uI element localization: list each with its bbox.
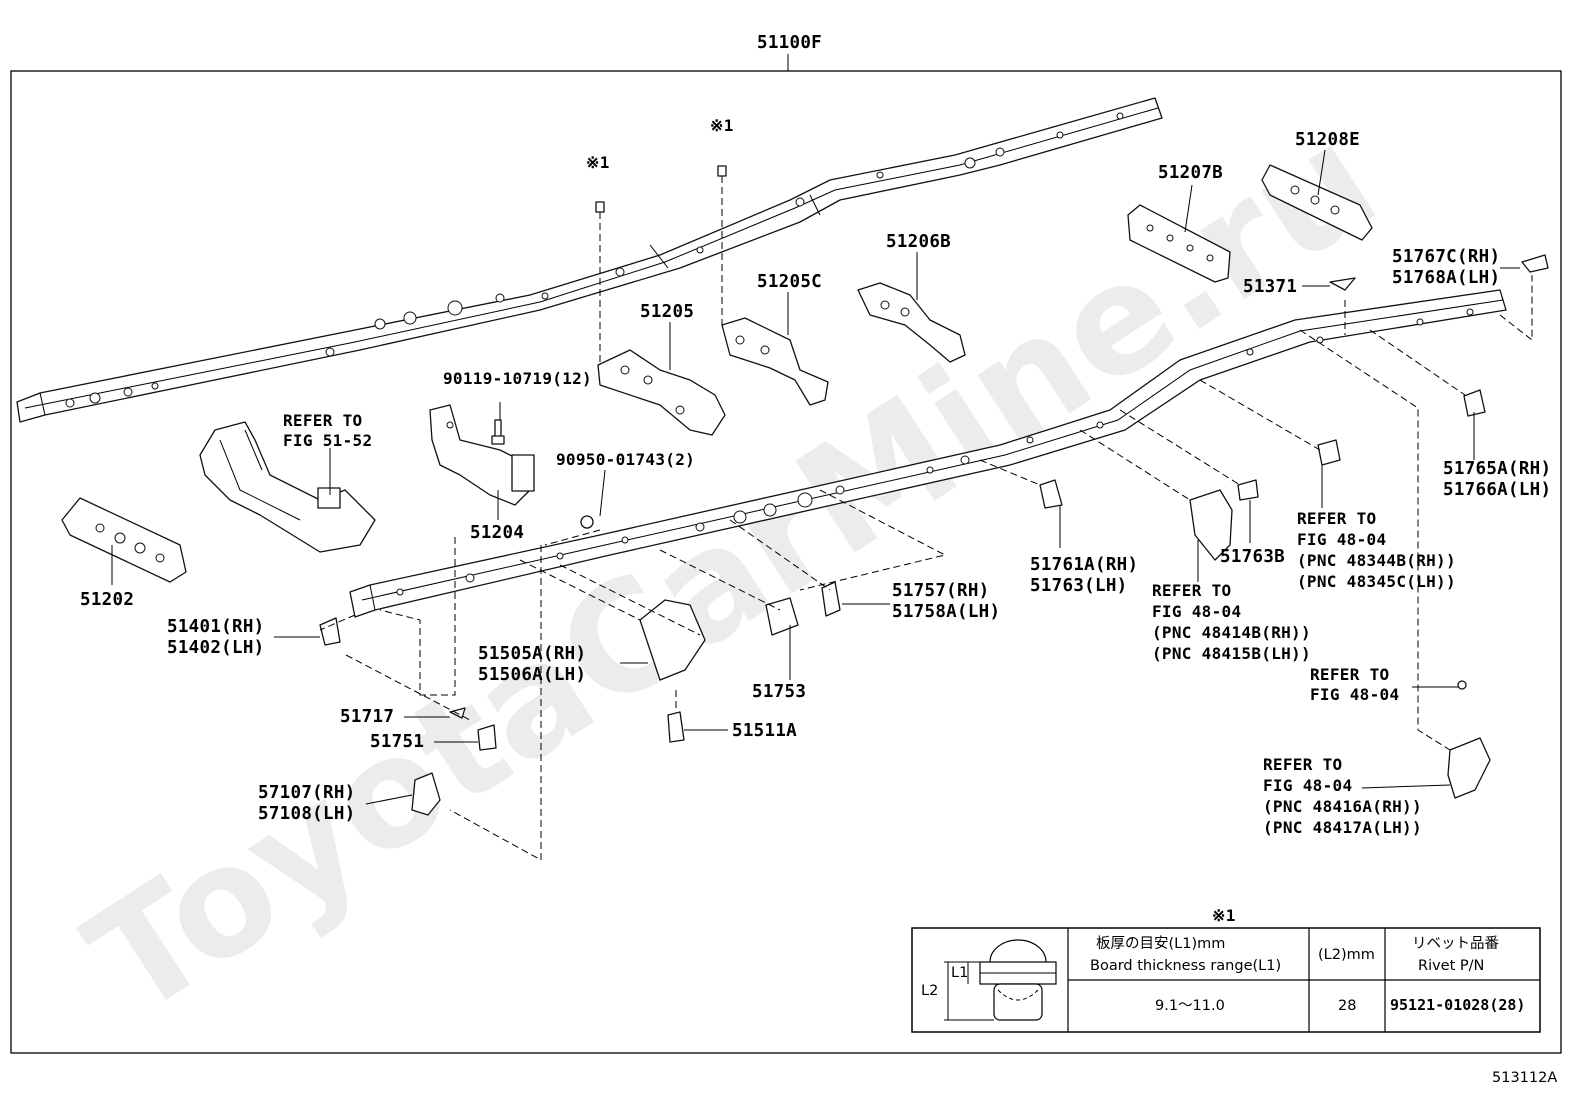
label-51751: 51751	[370, 732, 424, 752]
rivet-table: ※1 L1 L2 板厚の目安(L1)mm Board thickness ran…	[911, 906, 1541, 1033]
label-ref-a3: (PNC 48344B(RH))	[1297, 551, 1456, 570]
col1-header-jp: 板厚の目安(L1)mm	[1096, 934, 1225, 952]
bracket-ref-48414	[1189, 489, 1233, 561]
label-90119: 90119-10719(12)	[443, 369, 592, 388]
label-ref-d3: (PNC 48416A(RH))	[1263, 797, 1422, 816]
bracket-ref-48344	[1317, 439, 1341, 466]
label-51758a: 51758A(LH)	[892, 602, 1000, 622]
crossmember-51205	[597, 349, 726, 436]
figure-code: 513112A	[1492, 1070, 1557, 1086]
dim-l2: L2	[921, 983, 938, 999]
diagram-frame	[10, 70, 1562, 1054]
label-51753: 51753	[752, 682, 806, 702]
label-ref-b3: (PNC 48414B(RH))	[1152, 623, 1311, 642]
label-51717: 51717	[340, 707, 394, 727]
row-rivet-pn: 95121-01028(28)	[1390, 996, 1525, 1014]
note-mark-1: ※1	[586, 153, 610, 172]
nut-90950	[580, 515, 594, 529]
row-l2: 28	[1338, 998, 1356, 1014]
label-51371: 51371	[1243, 277, 1297, 297]
label-ref-c1: REFER TO	[1310, 665, 1389, 684]
label-ref-d1: REFER TO	[1263, 755, 1342, 774]
crossmember-51207b	[1127, 204, 1231, 283]
rivet-left	[595, 201, 605, 365]
crossmember-assembly-51-52	[199, 421, 376, 553]
assembly-label: 51100F	[757, 33, 822, 53]
rivet-right	[717, 165, 727, 325]
label-51204: 51204	[470, 523, 524, 543]
row-thickness: 9.1～11.0	[1155, 998, 1225, 1014]
bracket-51751	[477, 724, 497, 751]
label-57107: 57107(RH)	[258, 783, 356, 803]
label-ref-c2: FIG 48-04	[1310, 685, 1399, 704]
label-51511a: 51511A	[732, 721, 797, 741]
label-90950: 90950-01743(2)	[556, 450, 695, 469]
bracket-51505a	[639, 599, 706, 681]
label-51763b: 51763B	[1220, 547, 1285, 567]
bracket-51511a	[667, 711, 685, 743]
label-ref-b1: REFER TO	[1152, 581, 1231, 600]
label-refer-51-52-b: FIG 51-52	[283, 431, 372, 450]
note-mark-2: ※1	[710, 116, 734, 135]
right-frame-rail	[349, 289, 1507, 618]
bracket-57107	[411, 772, 441, 816]
label-51761a: 51761A(RH)	[1030, 555, 1138, 575]
part-labels: ※1 ※1 51202 REFER TO FIG 51-52 51204 512…	[80, 116, 1551, 837]
label-ref-a2: FIG 48-04	[1297, 530, 1386, 549]
assembly-dashes	[319, 275, 1533, 861]
col3-header-jp: リベット品番	[1412, 935, 1499, 952]
label-ref-d2: FIG 48-04	[1263, 776, 1352, 795]
bracket-51767c	[1521, 254, 1549, 273]
rivet-sketch: L1 L2	[921, 939, 1057, 1021]
bracket-51765a	[1463, 389, 1486, 417]
rivet-ref-48-04	[1457, 680, 1467, 690]
label-refer-51-52-a: REFER TO	[283, 411, 362, 430]
bracket-51761a	[1039, 479, 1063, 509]
dim-l1: L1	[951, 965, 968, 981]
label-ref-b4: (PNC 48415B(LH))	[1152, 644, 1311, 663]
label-ref-b2: FIG 48-04	[1152, 602, 1241, 621]
label-ref-d4: (PNC 48417A(LH))	[1263, 818, 1422, 837]
label-51205: 51205	[640, 302, 694, 322]
col1-header-en: Board thickness range(L1)	[1090, 958, 1281, 974]
label-51766a: 51766A(LH)	[1443, 480, 1551, 500]
leader-lines	[111, 149, 1520, 805]
label-51206b: 51206B	[886, 232, 951, 252]
crossmember-51206b	[857, 282, 966, 363]
crossmember-51208e	[1261, 164, 1373, 241]
table-note-mark: ※1	[1212, 906, 1236, 925]
label-51767c: 51767C(RH)	[1392, 247, 1500, 267]
label-51207b: 51207B	[1158, 163, 1223, 183]
label-51402: 51402(LH)	[167, 638, 265, 658]
col3-header-en: Rivet P/N	[1418, 958, 1484, 974]
label-51208e: 51208E	[1295, 130, 1360, 150]
label-51757: 51757(RH)	[892, 581, 990, 601]
crossmember-51205c	[721, 317, 829, 406]
label-51505a: 51505A(RH)	[478, 644, 586, 664]
label-51205c: 51205C	[757, 272, 822, 292]
crossmember-51202	[61, 497, 187, 583]
label-57108: 57108(LH)	[258, 804, 356, 824]
bracket-51371	[1329, 277, 1356, 291]
bracket-51763b	[1237, 479, 1259, 501]
left-frame-rail	[16, 97, 1163, 423]
bracket-51757	[821, 581, 841, 617]
bracket-51401	[319, 617, 341, 646]
col2-header: (L2)mm	[1318, 947, 1375, 963]
label-51401: 51401(RH)	[167, 617, 265, 637]
label-51768a: 51768A(LH)	[1392, 268, 1500, 288]
label-51763: 51763(LH)	[1030, 576, 1128, 596]
label-51765a: 51765A(RH)	[1443, 459, 1551, 479]
label-51202: 51202	[80, 590, 134, 610]
crossmember-51204	[429, 404, 535, 506]
hanger-ref-48416	[1447, 737, 1491, 799]
label-ref-a1: REFER TO	[1297, 509, 1376, 528]
label-ref-a4: (PNC 48345C(LH))	[1297, 572, 1456, 591]
label-51506a: 51506A(LH)	[478, 665, 586, 685]
bolt-90119	[491, 419, 505, 445]
